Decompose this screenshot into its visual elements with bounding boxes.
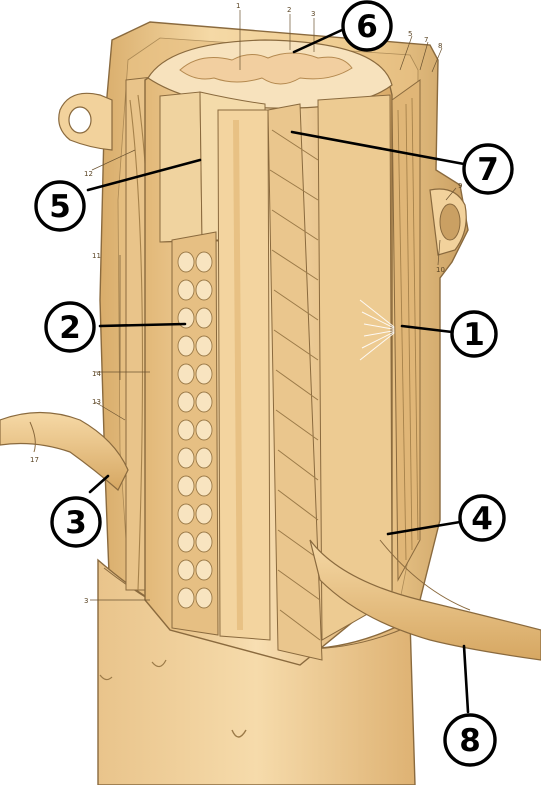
- small-label-12: 12: [84, 170, 93, 178]
- callout-8-label: 8: [459, 723, 481, 759]
- small-label-3: 3: [311, 10, 315, 18]
- spinal-nerve-left: [0, 411, 129, 491]
- leader-1: [400, 324, 454, 334]
- callout-5: 5: [34, 180, 86, 232]
- callout-6-label: 6: [356, 9, 378, 45]
- callout-7-label: 7: [477, 152, 499, 188]
- callout-7: 7: [462, 143, 514, 195]
- small-label-3b: 3: [84, 597, 88, 605]
- small-label-1: 1: [236, 2, 240, 10]
- leader-2: [98, 322, 187, 328]
- callout-1: 1: [450, 310, 498, 358]
- small-label-10: 10: [436, 266, 445, 274]
- twisted-fibre-bundle: [267, 103, 323, 661]
- small-label-8: 8: [438, 42, 442, 50]
- callout-markers: 1 2 3 4 5 6 7 8: [34, 0, 514, 767]
- small-label-13: 13: [92, 398, 101, 406]
- callout-1-label: 1: [463, 317, 485, 353]
- leader-7: [290, 130, 466, 166]
- callout-4: 4: [458, 494, 506, 542]
- callout-2: 2: [44, 301, 96, 353]
- leader-8: [462, 644, 470, 714]
- callout-leaders: [86, 28, 470, 714]
- callout-6: 6: [341, 0, 393, 52]
- small-label-17: 17: [30, 456, 39, 464]
- small-label-2: 2: [287, 6, 291, 14]
- callout-4-label: 4: [471, 501, 493, 537]
- callout-3: 3: [50, 496, 102, 548]
- leader-4: [386, 520, 462, 536]
- small-label-11: 11: [92, 252, 101, 260]
- leader-5: [86, 158, 202, 192]
- small-label-7: 7: [424, 36, 428, 44]
- small-label-5: 5: [408, 30, 412, 38]
- leader-3: [88, 474, 110, 494]
- lateral-column-with-ligament: [317, 79, 421, 641]
- leader-6: [292, 28, 344, 54]
- fine-reference-numbers: 1 2 3 5 7 8 9 10 11 12 13 14 17 3: [30, 2, 462, 605]
- small-label-9: 9: [458, 182, 462, 190]
- small-label-14: 14: [92, 370, 101, 378]
- spinal-nerve-right: [309, 539, 541, 661]
- central-cord-column: [217, 109, 271, 641]
- callout-2-label: 2: [59, 310, 81, 346]
- fine-reference-leaders: [90, 10, 457, 601]
- callout-5-label: 5: [49, 189, 71, 225]
- callout-3-label: 3: [65, 505, 87, 541]
- callout-8: 8: [443, 713, 497, 767]
- neuron-chain-column: [171, 231, 219, 636]
